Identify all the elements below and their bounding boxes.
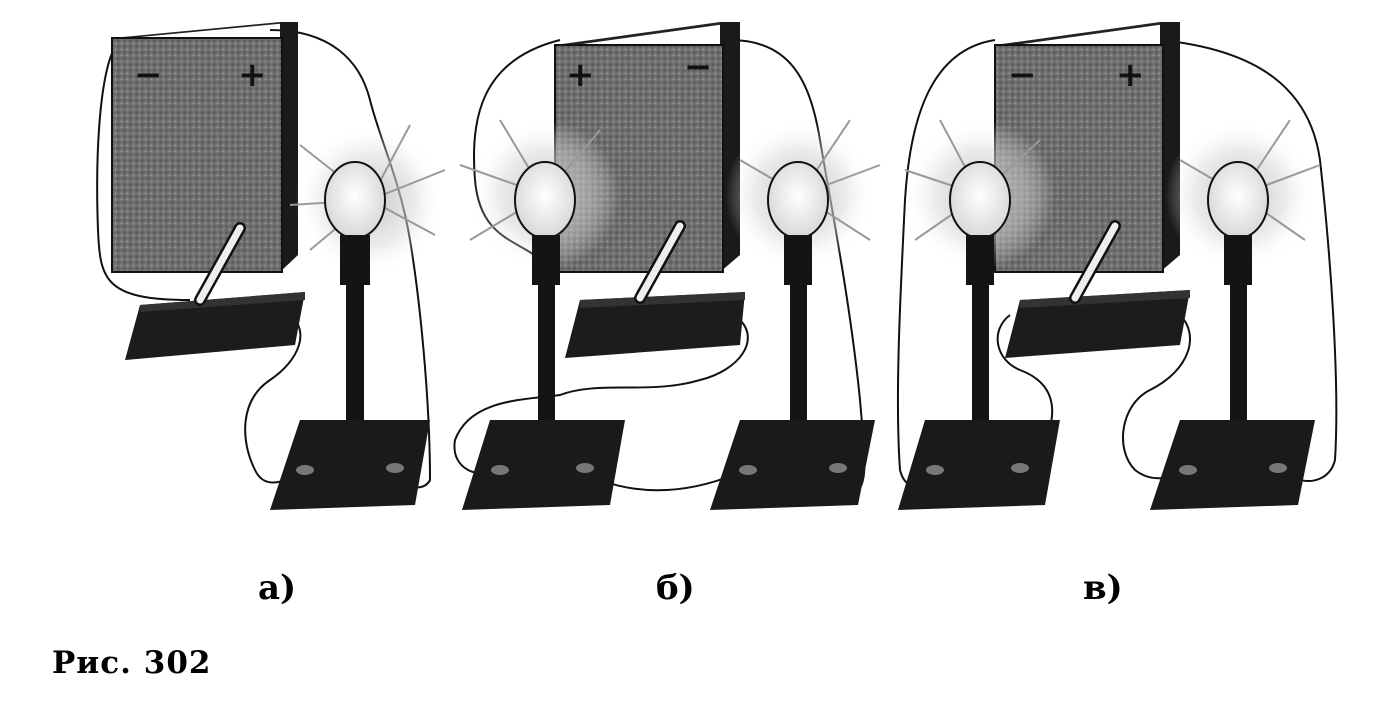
battery: − +: [111, 22, 298, 273]
panel-a: − +: [96, 22, 446, 510]
switch: [125, 222, 305, 360]
switch: [1005, 220, 1190, 358]
lamp-left: [459, 119, 625, 510]
battery-minus-sign: −: [134, 55, 163, 95]
battery-minus-sign: −: [1008, 55, 1037, 95]
battery-plus-sign: +: [566, 55, 595, 95]
panel-label-c: в): [1083, 568, 1123, 608]
panel-c: − +: [896, 22, 1338, 510]
figure-caption: Рис. 302: [52, 645, 212, 681]
battery-minus-sign: −: [684, 47, 713, 87]
lamp-right: [1150, 119, 1321, 510]
wire: [896, 39, 996, 488]
battery-plus-sign: +: [238, 55, 267, 95]
switch: [565, 220, 745, 358]
wire: [1122, 314, 1191, 480]
panel-label-a: а): [258, 568, 297, 608]
wire: [1159, 39, 1338, 482]
wire: [96, 39, 191, 301]
battery-plus-sign: +: [1116, 55, 1145, 95]
lamp-left: [898, 119, 1060, 510]
panel-label-b: б): [656, 568, 695, 608]
lamp: [270, 124, 446, 510]
lamp-right: [710, 119, 881, 510]
wire: [244, 314, 302, 484]
panel-b: + −: [453, 22, 881, 510]
wire: [453, 319, 749, 475]
